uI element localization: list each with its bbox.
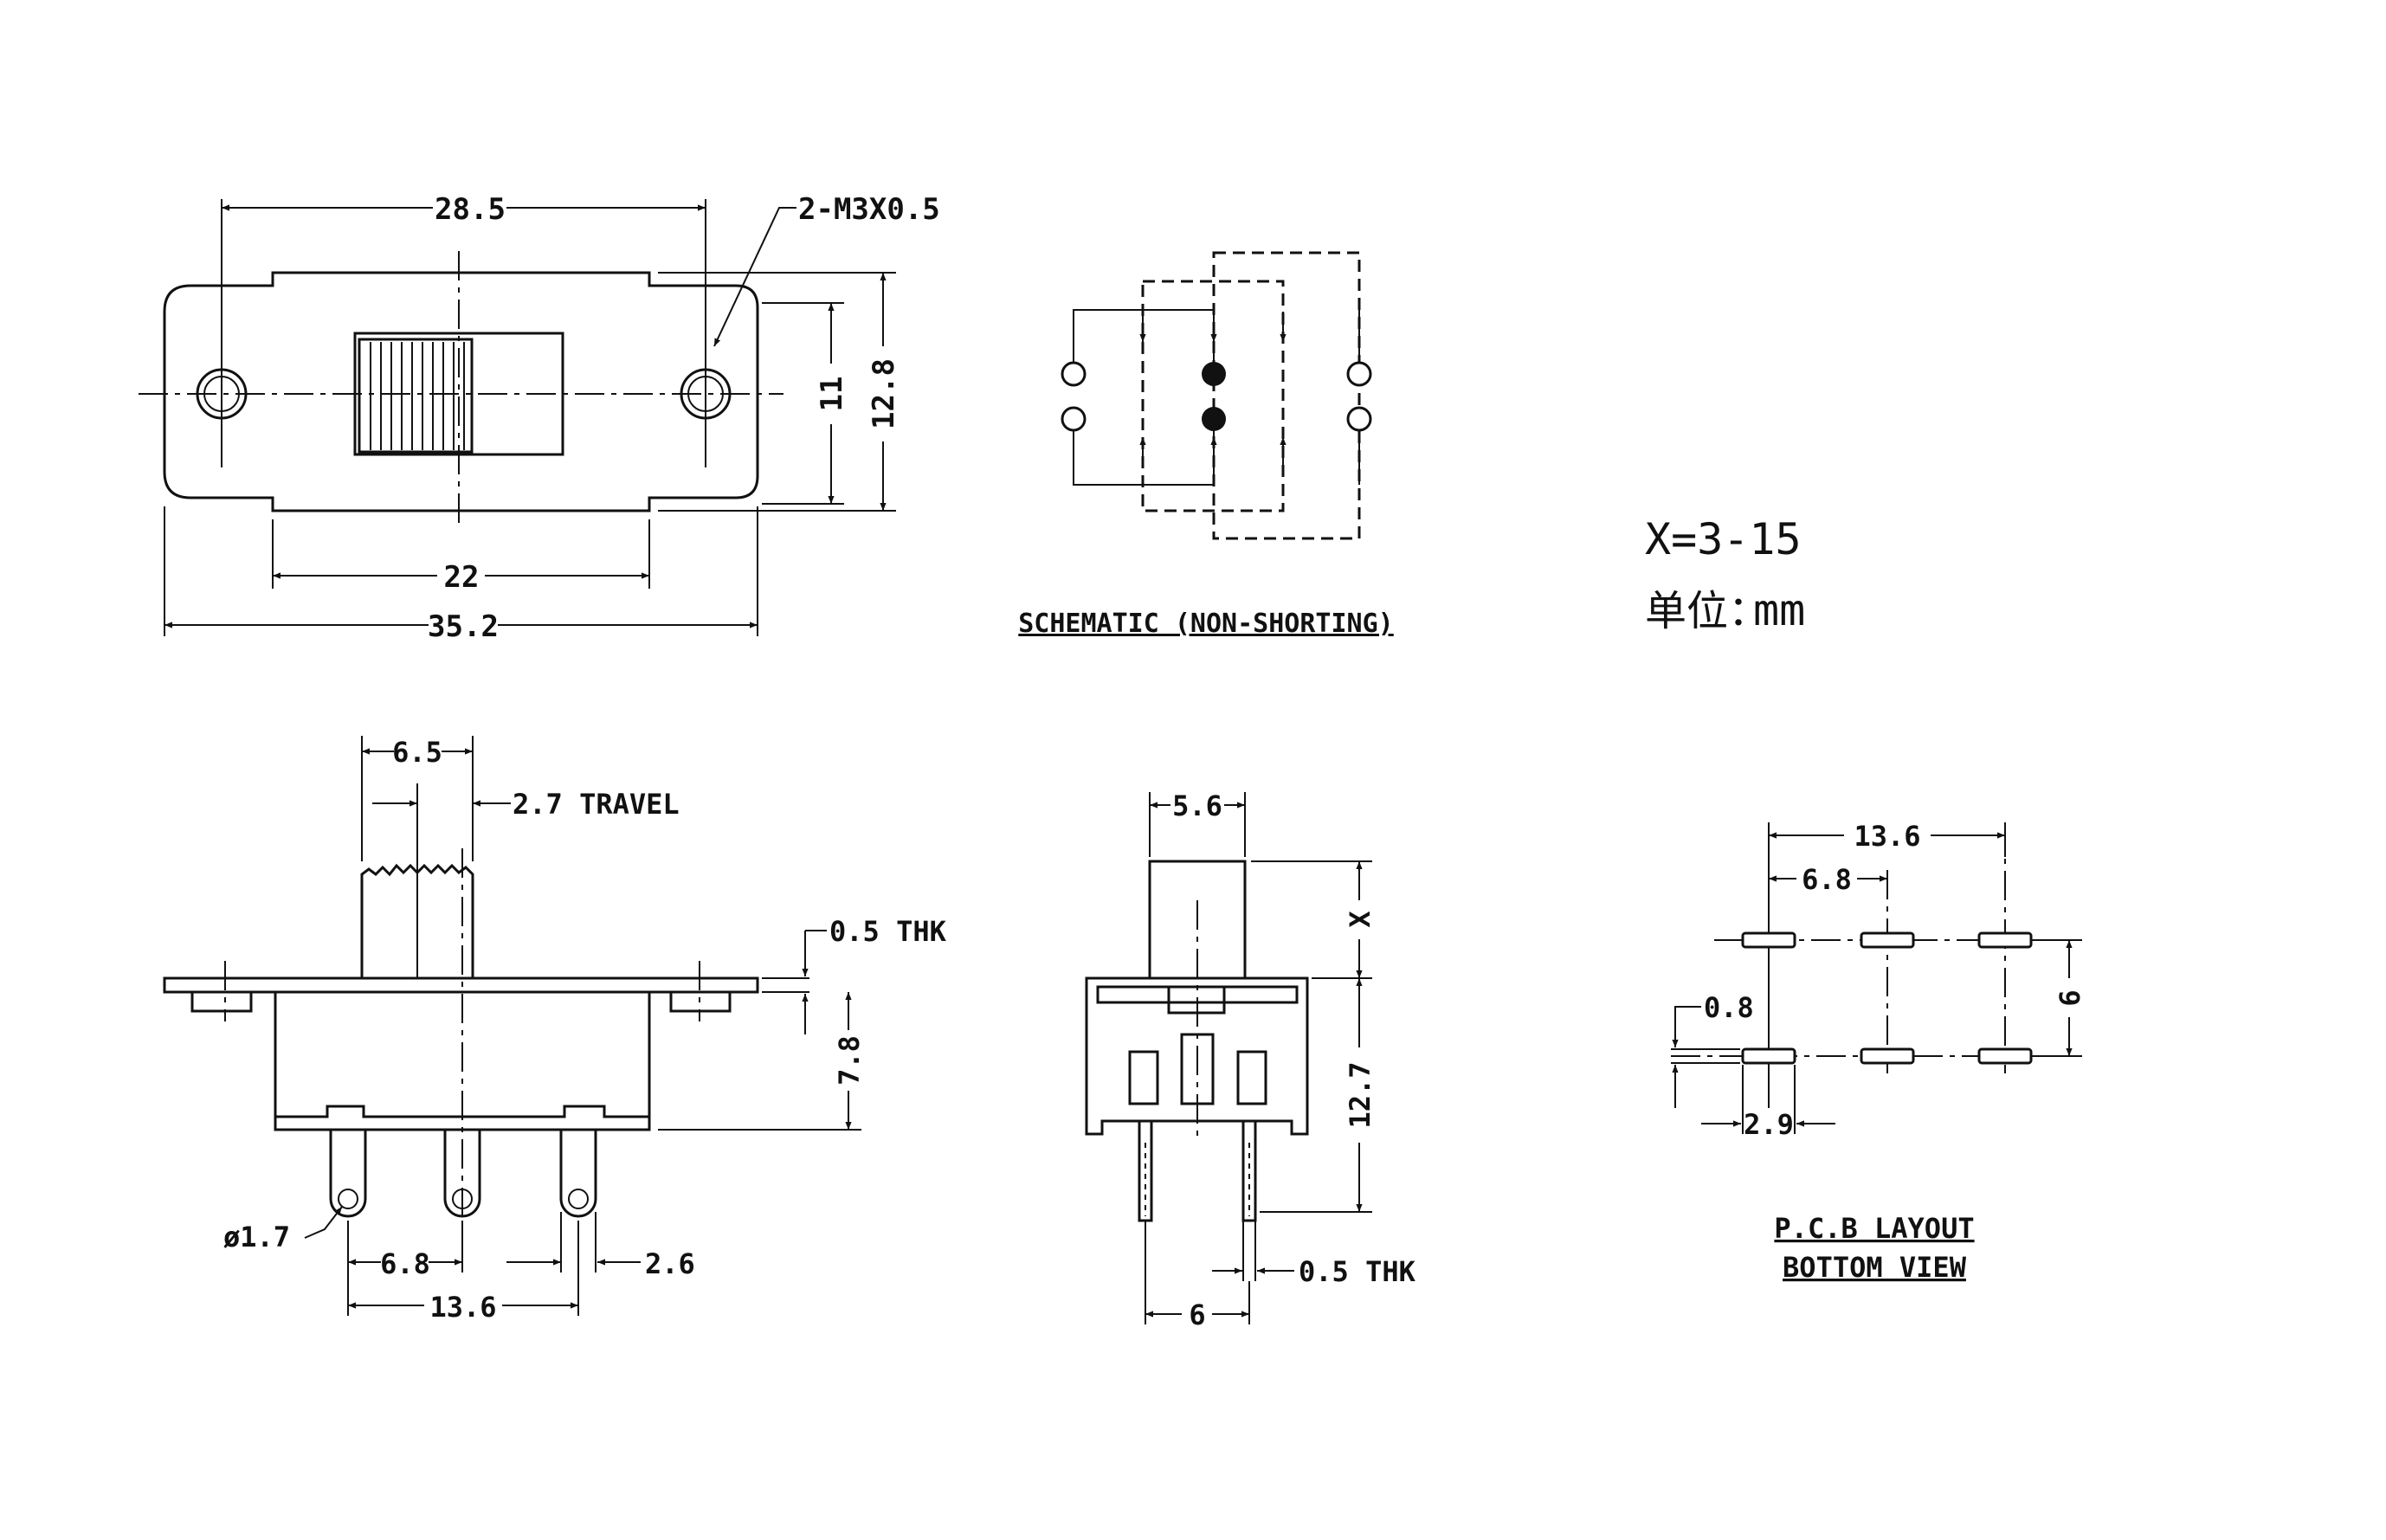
side-view: 5.6 X 12.7 0.5 THK 6 — [1085, 789, 1416, 1331]
note-travel: 2.7 TRAVEL — [513, 788, 680, 821]
dim-pcb-slot-width: 0.8 — [1704, 991, 1754, 1024]
dim-hole-pitch: 28.5 — [435, 192, 506, 227]
dim-pin-pitch: 6.8 — [380, 1247, 430, 1280]
pin-right — [559, 1130, 597, 1218]
schematic-contact-frame-right — [1212, 251, 1361, 540]
switch-body — [274, 992, 651, 1118]
pcb-pad — [1977, 1047, 2033, 1065]
pin-left — [329, 1130, 367, 1218]
unit-value: mm — [1753, 585, 1805, 635]
pcb-pad — [1741, 1047, 1796, 1065]
terminal-open — [1061, 361, 1087, 387]
pcb-title-line2: BOTTOM VIEW — [1783, 1251, 1967, 1284]
schematic: SCHEMATIC (NON-SHORTING) — [1018, 251, 1394, 639]
schematic-contact-frame-left — [1141, 280, 1285, 512]
terminal-open — [1061, 406, 1087, 432]
terminal-common — [1202, 407, 1226, 431]
note-thickness: 0.5 THK — [829, 915, 947, 948]
dim-overall-length: 35.2 — [428, 609, 499, 644]
dim-side-height: 12.7 — [1344, 1061, 1377, 1128]
notes: X=3-15 单位： mm — [1645, 514, 1805, 635]
terminal-open — [1346, 406, 1372, 432]
side-contact-right — [1236, 1050, 1267, 1105]
side-contact-left — [1128, 1050, 1159, 1105]
pcb-title-line1: P.C.B LAYOUT — [1774, 1212, 1974, 1245]
pcb-pad — [1977, 931, 2033, 949]
pcb-layout: 13.6 6.8 6 0.8 2.9 P.C.B LAYOUT BOTTOM V… — [1671, 820, 2086, 1284]
x-range-note: X=3-15 — [1645, 514, 1802, 564]
dim-overall-width: 12.8 — [867, 358, 901, 429]
dim-pcb-outer-pitch: 13.6 — [1854, 820, 1920, 853]
pcb-pad — [1860, 931, 1915, 949]
top-view-outline — [163, 271, 759, 512]
dim-pin-spacing: 6 — [1189, 1298, 1205, 1331]
dim-pcb-row-spacing: 6 — [2054, 989, 2086, 1006]
dim-pin-span: 13.6 — [429, 1291, 496, 1324]
note-side-thickness: 0.5 THK — [1299, 1255, 1416, 1288]
dim-actuator-width: 6.5 — [392, 736, 442, 769]
side-pin-right — [1241, 1119, 1257, 1222]
dim-body-width: 11 — [815, 377, 849, 412]
unit-label: 单位： — [1645, 587, 1770, 635]
dim-pcb-pitch: 6.8 — [1802, 863, 1852, 896]
slider-knob — [358, 338, 474, 454]
pcb-pad — [1741, 931, 1796, 949]
top-view: 28.5 2-M3X0.5 22 35.2 11 12.8 — [139, 192, 940, 644]
terminal-open — [1346, 361, 1372, 387]
dim-pcb-slot-length: 2.9 — [1744, 1108, 1794, 1141]
note-mount-holes: 2-M3X0.5 — [798, 192, 940, 227]
note-hole-dia: ø1.7 — [223, 1221, 290, 1253]
terminal-common — [1202, 362, 1226, 386]
knob-ridges — [370, 342, 465, 450]
dim-pin-width: 2.6 — [645, 1247, 695, 1280]
dim-side-actuator-width: 5.6 — [1172, 789, 1222, 822]
dim-actuator-height: X — [1344, 911, 1377, 927]
mounting-plate — [163, 976, 759, 994]
side-frame — [1085, 976, 1309, 1136]
pcb-pad — [1860, 1047, 1915, 1065]
plate-tab-left — [190, 990, 253, 1013]
front-view: 6.5 2.7 TRAVEL 0.5 THK 7.8 ø1.7 6.8 — [163, 736, 947, 1324]
schematic-label: SCHEMATIC (NON-SHORTING) — [1018, 609, 1393, 639]
dim-body-length: 22 — [444, 560, 480, 595]
dim-body-height: 7.8 — [833, 1035, 866, 1086]
